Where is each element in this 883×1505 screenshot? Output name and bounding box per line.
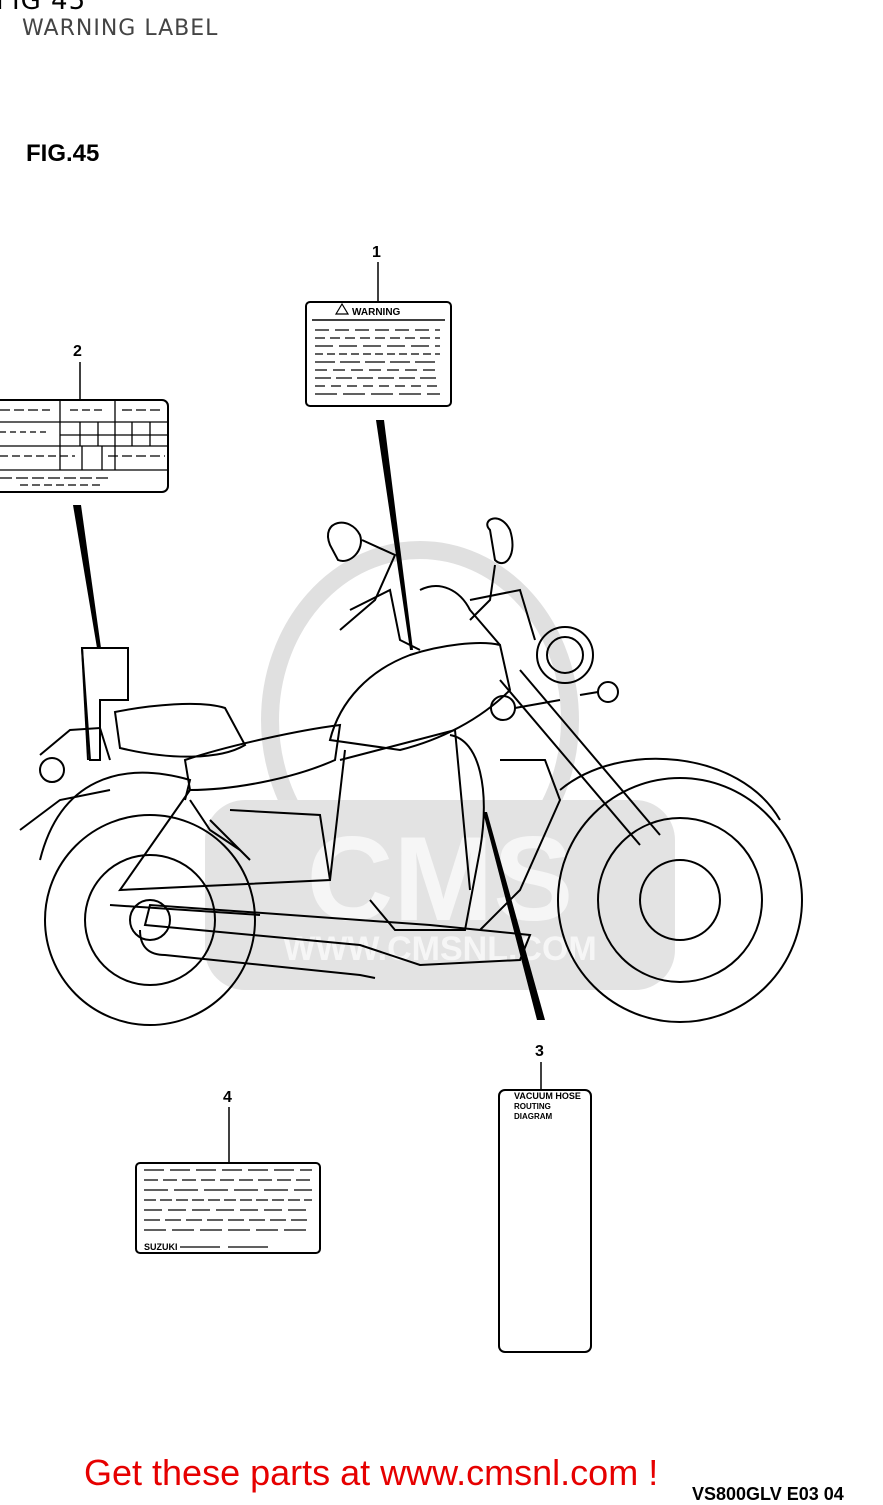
label-3-line-3: DIAGRAM	[514, 1112, 553, 1121]
label-3-line-1: VACUUM HOSE	[514, 1091, 581, 1101]
label-1-warning: WARNING	[305, 262, 452, 650]
callout-4: 4	[223, 1089, 232, 1106]
label-1-heading: WARNING	[352, 307, 401, 318]
callout-3: 3	[535, 1043, 544, 1060]
watermark-brand: CMS	[307, 812, 574, 946]
figure-header-cutoff: FIG 45	[0, 0, 87, 16]
callout-2: 2	[73, 343, 82, 360]
label-3-vacuum-hose: VACUUM HOSE ROUTING DIAGRAM	[483, 812, 592, 1353]
label-1-text-lines	[315, 329, 440, 395]
label-2-text-lines	[0, 409, 165, 486]
watermark-url: WWW.CMSNL.COM	[283, 930, 597, 968]
label-4-suzuki: SUZUKI	[135, 1107, 321, 1254]
drawing-code: VS800GLV E03 04	[692, 1484, 844, 1504]
page-subtitle: WARNING LABEL	[22, 16, 219, 41]
label-3-line-2: ROUTING	[514, 1102, 551, 1111]
label-4-text-lines	[144, 1169, 312, 1248]
label-4-brand: SUZUKI	[144, 1242, 178, 1252]
callout-1: 1	[372, 244, 381, 261]
figure-label: FIG.45	[26, 140, 100, 167]
buy-parts-link[interactable]: Get these parts at www.cmsnl.com !	[84, 1452, 659, 1493]
label-2-spec	[0, 362, 169, 648]
